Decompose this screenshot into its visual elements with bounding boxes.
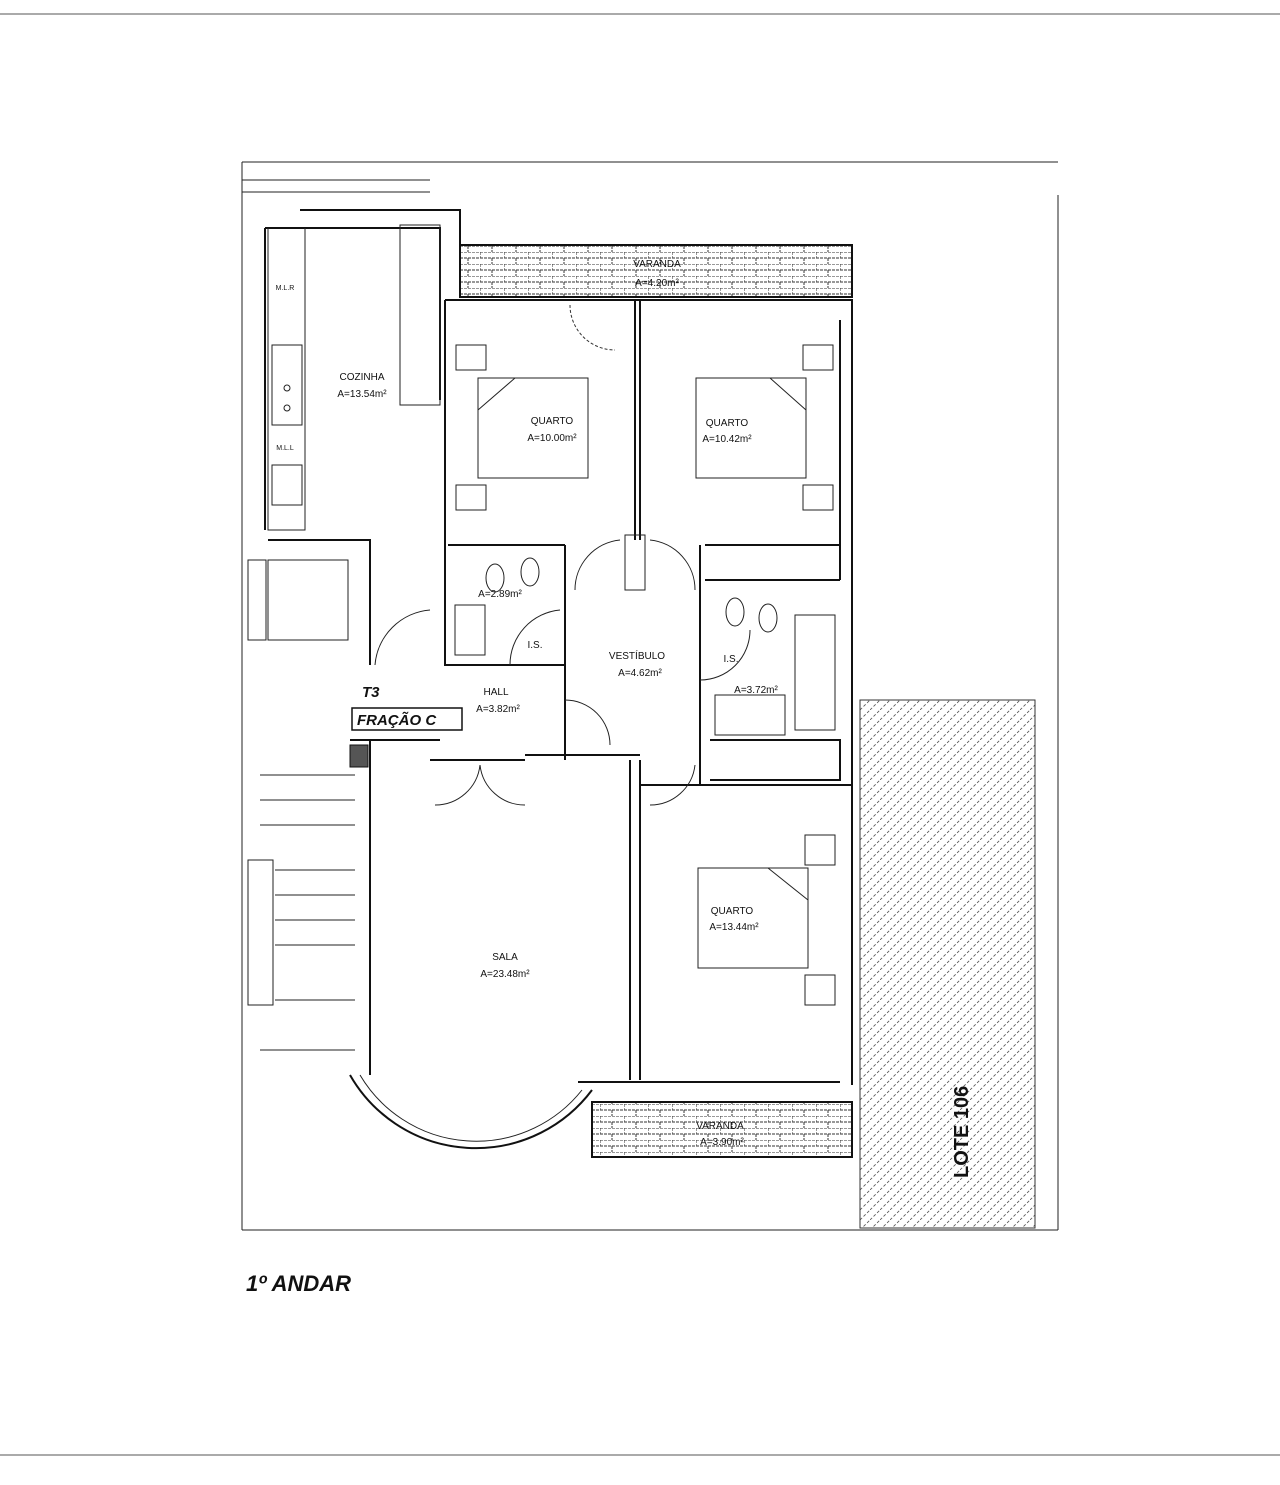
room-labels: VARANDA A=4.20m² COZINHA A=13.54m² QUART… [337,259,778,1148]
room-name-varanda-top: VARANDA [633,259,681,270]
unit-type: T3 [362,684,380,701]
room-area-is-1: A=2.89m² [478,589,522,600]
room-name-vestibulo: VESTÍBULO [609,649,665,662]
room-name-quarto-3: QUARTO [711,906,754,917]
room-area-is-2: A=3.72m² [734,685,778,696]
room-area-varanda-top: A=4.20m² [635,278,679,289]
walls [264,209,853,1150]
kitchen-counter: M.L.R M.L.L [267,224,441,531]
stairwell [247,559,355,1051]
unit-name: FRAÇÃO C [357,711,437,729]
neighbor-lot-area [859,699,1036,1229]
unit-label: T3 FRAÇÃO C [351,684,463,731]
room-name-quarto-2: QUARTO [706,418,749,429]
room-area-vestibulo: A=4.62m² [618,668,662,679]
room-area-sala: A=23.48m² [480,969,530,980]
balcony-bottom [591,1101,853,1158]
room-name-hall: HALL [483,687,508,698]
room-name-quarto-1: QUARTO [531,416,574,427]
site-boundary [241,161,1059,1231]
neighbor-lot-label: LOTE 106 [951,1086,973,1178]
balcony-top [459,244,853,298]
floor-title: 1º ANDAR [246,1271,351,1296]
room-name-varanda-bottom: VARANDA [696,1121,744,1132]
room-name-cozinha: COZINHA [340,372,385,383]
bathtub [794,614,836,731]
room-area-hall: A=3.82m² [476,704,520,715]
room-name-is-2: I.S. [723,654,738,665]
bed-furniture [454,344,836,1006]
room-area-quarto-3: A=13.44m² [709,922,759,933]
door-swings [374,304,751,806]
kitchen-mark-mll: M.L.L [276,445,294,452]
room-name-sala: SALA [492,952,518,963]
room-name-is-1: I.S. [527,640,542,651]
room-area-quarto-2: A=10.42m² [702,434,752,445]
room-area-varanda-bottom: A=3.90m² [700,1137,744,1148]
room-area-quarto-1: A=10.00m² [527,433,577,444]
kitchen-mark-mlr: M.L.R [276,285,295,292]
room-area-cozinha: A=13.54m² [337,389,387,400]
